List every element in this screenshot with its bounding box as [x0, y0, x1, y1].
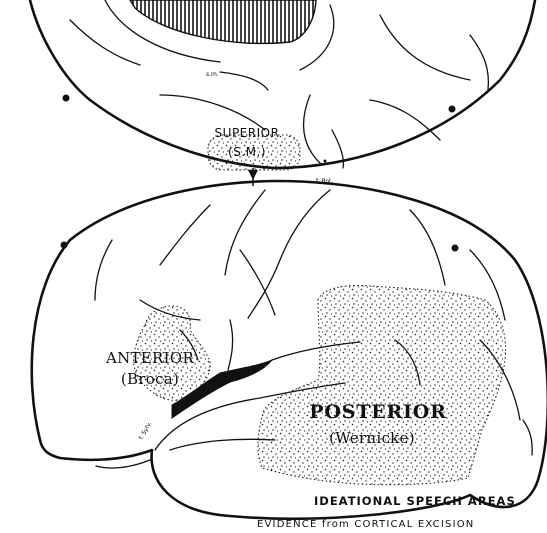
superior-sublabel: (S.M.) [228, 145, 266, 159]
landmark-dot [449, 106, 456, 113]
sylvian-fissure-label: f. Sylv. [138, 421, 154, 441]
corpus-callosum-hatch [130, 0, 316, 43]
posterior-sublabel: (Wernicke) [329, 429, 415, 447]
landmark-dot [63, 95, 70, 102]
posterior-label: POSTERIOR [309, 401, 446, 423]
tiny-mark-label: s.m. [206, 71, 219, 78]
rolandic-fissure-label: f. Rol. [316, 178, 333, 185]
landmark-dot [452, 245, 459, 252]
caption-title: IDEATIONAL SPEECH AREAS [314, 494, 516, 508]
superior-label: SUPERIOR [215, 126, 280, 140]
anterior-sublabel: (Broca) [121, 370, 179, 388]
anterior-label: ANTERIOR [105, 349, 195, 367]
superior-view: s.m. [30, 0, 535, 170]
landmark-dot [61, 242, 68, 249]
caption-subtitle: EVIDENCE from CORTICAL EXCISION [257, 519, 474, 530]
posterior-area [258, 286, 506, 485]
